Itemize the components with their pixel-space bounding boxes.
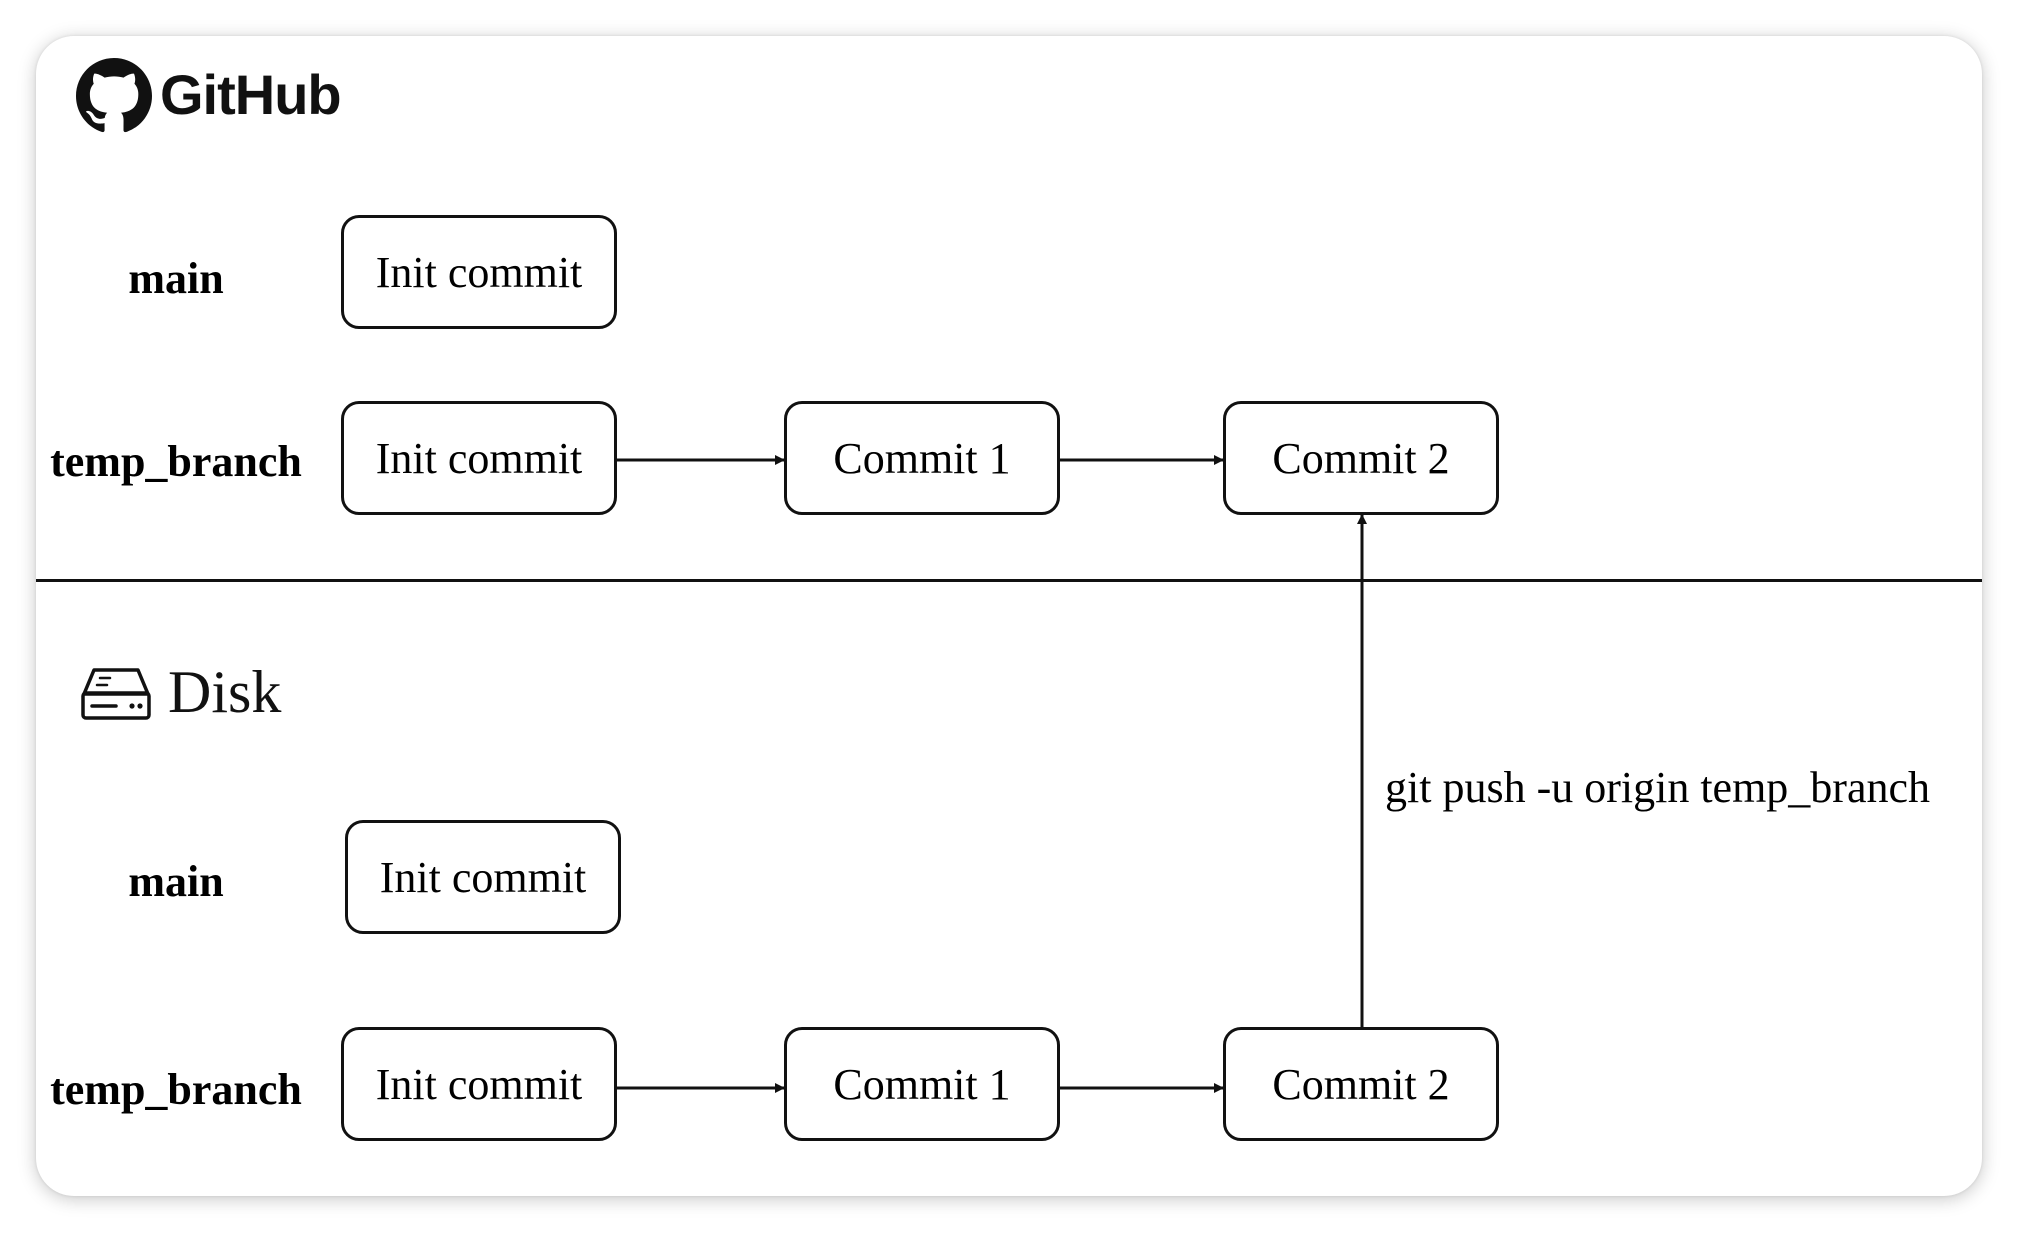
github-temp-commit-2: Commit 2 (1223, 401, 1499, 515)
disk-title: Disk (168, 659, 282, 725)
github-branch-temp-label: temp_branch (50, 437, 302, 486)
github-icon (76, 58, 152, 134)
github-title: GitHub (160, 63, 342, 126)
disk-temp-init-commit: Init commit (341, 1027, 617, 1141)
section-divider (36, 579, 1982, 582)
github-temp-init-commit: Init commit (341, 401, 617, 515)
github-main-init-commit: Init commit (341, 215, 617, 329)
disk-branch-main-label: main (128, 857, 224, 906)
push-command-label: git push -u origin temp_branch (1385, 763, 1931, 812)
hard-drive-icon (80, 666, 152, 722)
disk-temp-commit-2: Commit 2 (1223, 1027, 1499, 1141)
disk-branch-temp-label: temp_branch (50, 1065, 302, 1114)
diagram-card (36, 36, 1982, 1196)
disk-temp-commit-1: Commit 1 (784, 1027, 1060, 1141)
github-temp-commit-1: Commit 1 (784, 401, 1060, 515)
disk-main-init-commit: Init commit (345, 820, 621, 934)
github-branch-main-label: main (128, 254, 224, 303)
